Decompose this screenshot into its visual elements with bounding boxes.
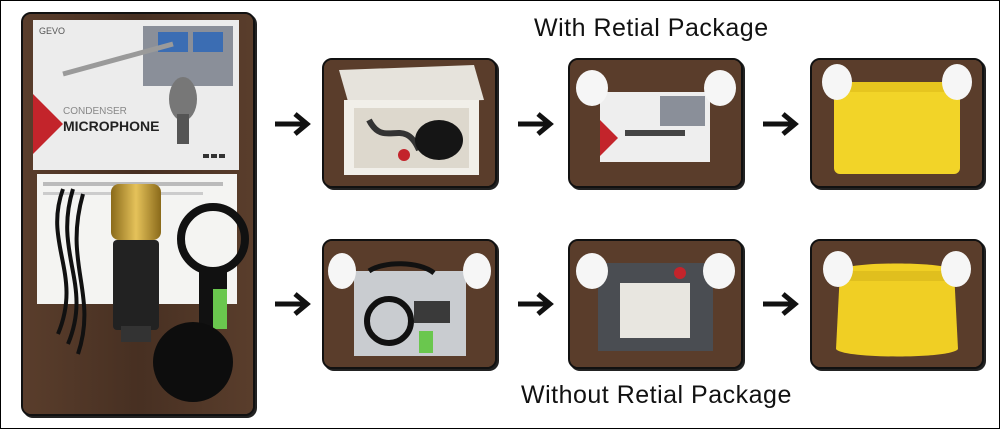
photo-yellow-mailer-no-retail <box>810 239 984 369</box>
photo-bubble-wrapped-package <box>568 239 743 369</box>
box-line2-text: MICROPHONE <box>63 118 159 134</box>
product-contents-photo: GEVO CONDENSER MICROPHONE <box>21 12 255 416</box>
arrow-right-icon <box>763 112 799 136</box>
arrow-right-icon <box>763 292 799 316</box>
arrow-right-icon <box>275 292 311 316</box>
arrow-right-icon <box>275 112 311 136</box>
box-brand-text: GEVO <box>39 26 65 36</box>
arrow-right-icon <box>518 112 554 136</box>
photo-closed-retail-box <box>568 58 743 188</box>
caption-without-retail-package: Without Retial Package <box>521 381 792 409</box>
photo-open-retail-box <box>322 58 497 188</box>
photo-accessories-in-bubble-bag <box>322 239 497 369</box>
photo-yellow-mailer-retail <box>810 58 984 188</box>
arrow-right-icon <box>518 292 554 316</box>
caption-with-retail-package: With Retial Package <box>534 14 769 42</box>
box-line1-text: CONDENSER <box>63 106 127 117</box>
